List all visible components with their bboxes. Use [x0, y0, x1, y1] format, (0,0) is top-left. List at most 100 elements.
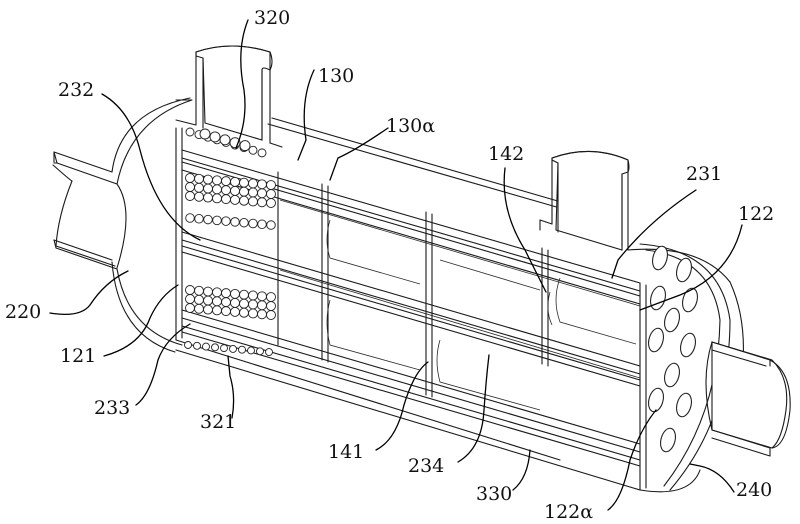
packing-ball-upper [203, 174, 213, 185]
packing-ball-upper-row [239, 217, 249, 228]
label-330: 330 [476, 483, 512, 505]
packing-ball-321 [202, 342, 210, 351]
packing-ball-upper-row [194, 214, 204, 224]
packing-ball-upper [212, 193, 222, 204]
packing-ball-lower [194, 285, 204, 296]
packing-ball-upper-row [203, 214, 213, 225]
inner-cylinders [326, 219, 637, 411]
leader-234 [457, 354, 490, 463]
tube-hole-122a [650, 285, 666, 311]
leader-122 [639, 224, 743, 311]
packing-ball-upper [203, 183, 213, 194]
packing-ball-320 [239, 140, 251, 152]
packing-ball-upper [221, 194, 231, 205]
leader-330 [512, 449, 531, 491]
leader-320 [235, 19, 249, 149]
tube-hole-122a [648, 387, 664, 413]
leader-321 [227, 355, 235, 419]
packing-ball-lower [221, 297, 231, 308]
leader-231 [611, 189, 697, 279]
packing-ball-upper-row [257, 219, 267, 230]
leader-142 [503, 167, 547, 293]
packing-ball-upper [221, 185, 231, 196]
label-130a: 130α [386, 115, 435, 137]
packing-ball-upper-row [266, 220, 276, 230]
packing-ball-lower [221, 288, 231, 299]
label-240: 240 [736, 479, 772, 501]
label-121: 121 [60, 345, 96, 367]
packing-ball-lower [239, 289, 249, 300]
packing-ball-upper [185, 173, 195, 183]
packing-ball-lower [203, 304, 213, 315]
packing-ball-lower [221, 306, 231, 317]
packing-ball-upper [239, 177, 249, 188]
packing-ball-lower [257, 300, 267, 311]
label-122: 122 [738, 203, 774, 225]
label-142: 142 [488, 143, 524, 165]
packing-ball-upper [194, 182, 204, 193]
label-233: 233 [94, 397, 130, 419]
packing-ball-320 [219, 134, 231, 146]
packing-ball-320 [199, 128, 211, 140]
packing-ball-upper [212, 184, 222, 195]
leader-233 [135, 323, 191, 406]
label-141: 141 [328, 441, 364, 463]
packing-ball-upper [194, 191, 204, 202]
packing-ball-lower [257, 309, 267, 320]
leader-220 [49, 270, 129, 316]
tube-hole-122a [660, 427, 676, 453]
packing-ball-lower [194, 303, 204, 314]
packing-ball-321 [193, 341, 201, 350]
packing-ball-lower [185, 303, 195, 313]
packing-ball-upper [239, 186, 249, 197]
packing-ball-upper [185, 182, 195, 192]
packing-ball-lower [266, 310, 276, 320]
label-321: 321 [200, 411, 236, 433]
packing-ball-upper [266, 198, 276, 208]
label-220: 220 [5, 301, 41, 323]
label-122a: 122α [544, 501, 593, 523]
leader-130a [329, 127, 389, 181]
packing-ball-lower [248, 308, 258, 319]
packing-ball-320 [257, 148, 267, 158]
packing-ball-lower [203, 286, 213, 297]
label-232: 232 [58, 79, 94, 101]
packing-ball-upper-row [248, 218, 258, 229]
packing-ball-upper [212, 175, 222, 186]
packing-ball-lower [203, 295, 213, 306]
leader-121 [103, 284, 179, 357]
packing-ball-upper-row [221, 216, 231, 226]
packing-ball-lower [230, 297, 240, 308]
packing-ball-upper [257, 197, 267, 208]
packing-ball-upper [230, 176, 240, 187]
packing-ball-upper [248, 187, 258, 198]
packing-ball-321 [247, 346, 255, 355]
top-nozzle-right [539, 150, 630, 251]
packing-ball-upper [239, 195, 249, 206]
packing-ball-upper [230, 194, 240, 205]
packing-ball-lower [212, 296, 222, 307]
leader-122a [607, 409, 657, 511]
label-320: 320 [254, 7, 290, 29]
tube-hole-122a [680, 332, 696, 358]
packing-ball-upper-row [212, 215, 222, 226]
packing-ball-upper [194, 173, 204, 184]
packing-ball-321 [184, 341, 192, 349]
packing-ball-lower [266, 292, 276, 302]
tube-holes-122a [648, 245, 698, 453]
tube-hole-122a [676, 392, 692, 418]
baffles [277, 171, 549, 398]
packing-ball-320 [248, 145, 258, 155]
left-head-220 [111, 97, 193, 353]
packing-ball-lower [212, 305, 222, 316]
packing-ball-upper [203, 192, 213, 203]
leader-lines [49, 19, 743, 511]
packing-ball-321 [220, 344, 228, 353]
packing-ball-320 [209, 131, 221, 143]
packing-ball-321 [238, 345, 246, 354]
tube-hole-122a [652, 245, 668, 271]
reference-labels: 320 130 232 130α 142 231 122 220 121 233… [5, 7, 774, 523]
label-130: 130 [318, 65, 354, 87]
packing-ball-lower [185, 285, 195, 295]
